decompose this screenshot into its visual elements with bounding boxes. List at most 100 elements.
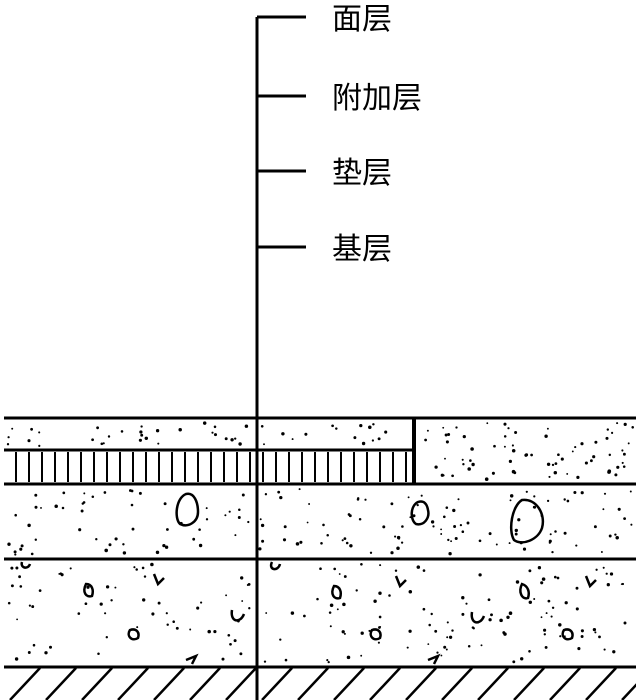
speckle-dot xyxy=(530,453,533,457)
speckle-dot xyxy=(559,635,562,638)
aggregate-stone xyxy=(427,653,441,665)
speckle-dot xyxy=(27,523,31,528)
aggregate-stone xyxy=(410,500,430,526)
speckle-dot xyxy=(61,506,65,510)
label-surface-layer: 面层 xyxy=(332,2,392,37)
speckle-dot xyxy=(322,523,325,527)
aggregate-stone xyxy=(394,575,407,589)
speckle-dot xyxy=(440,654,443,657)
speckle-dot xyxy=(349,544,353,548)
base-aggregates xyxy=(20,561,597,665)
speckle-dot xyxy=(264,493,268,496)
speckle-dot xyxy=(522,547,527,551)
speckle-dot xyxy=(612,650,616,654)
aggregate-stone xyxy=(175,492,200,527)
speckle-dot xyxy=(390,551,394,555)
speckle-dot xyxy=(467,645,471,648)
speckle-dot xyxy=(348,514,352,518)
speckle-dot xyxy=(603,648,606,651)
speckle-dot xyxy=(540,581,544,585)
ground-hatch-line xyxy=(189,667,221,700)
speckle-dot xyxy=(34,505,38,509)
speckle-dot xyxy=(233,639,237,643)
speckle-dot xyxy=(623,422,627,426)
speckle-dot xyxy=(205,518,209,521)
speckle-dot xyxy=(440,473,444,477)
aggregate-stone xyxy=(230,609,246,622)
speckle-dot xyxy=(533,598,536,600)
speckle-dot xyxy=(341,630,345,634)
speckle-dot xyxy=(444,457,446,460)
speckle-dot xyxy=(546,427,549,430)
speckle-dot xyxy=(164,545,169,549)
speckle-dot xyxy=(594,440,598,444)
speckle-dot xyxy=(467,467,471,471)
speckle-dot xyxy=(457,498,460,501)
speckle-dot xyxy=(566,472,569,475)
speckle-dot xyxy=(459,523,463,527)
speckle-dot xyxy=(14,657,19,661)
speckle-dot xyxy=(104,548,108,553)
speckle-dot xyxy=(543,628,547,632)
speckle-dot xyxy=(303,614,306,618)
speckle-dot xyxy=(192,537,196,541)
speckle-dot xyxy=(298,488,301,491)
speckle-dot xyxy=(408,590,413,594)
speckle-dot xyxy=(335,427,338,430)
speckle-dot xyxy=(15,566,19,570)
speckle-dot xyxy=(213,630,217,634)
speckle-dot xyxy=(316,597,319,601)
ground-hatch xyxy=(9,667,636,700)
speckle-dot xyxy=(491,471,495,475)
speckle-dot xyxy=(556,576,560,580)
speckle-dot xyxy=(503,632,507,636)
speckle-dot xyxy=(453,525,457,528)
speckle-dot xyxy=(448,635,453,639)
speckle-dot xyxy=(138,438,142,442)
speckle-dot xyxy=(400,541,404,544)
speckle-dot xyxy=(30,427,33,431)
speckle-dot xyxy=(608,534,612,538)
speckle-dot xyxy=(508,542,511,545)
speckle-dot xyxy=(615,536,619,540)
speckle-dot xyxy=(630,523,633,526)
speckle-dot xyxy=(440,533,443,535)
speckle-dot xyxy=(503,435,507,438)
speckle-dot xyxy=(461,530,465,533)
speckle-dot xyxy=(239,652,243,656)
aggregate-stone xyxy=(127,628,140,641)
speckle-dot xyxy=(198,528,201,531)
speckle-dot xyxy=(499,618,503,623)
speckle-dot xyxy=(462,463,465,466)
speckle-dot xyxy=(331,424,334,428)
speckle-dot xyxy=(34,538,37,541)
speckle-dot xyxy=(445,440,449,444)
speckle-dot xyxy=(151,612,155,616)
aggregate-stone xyxy=(20,561,32,569)
speckle-dot xyxy=(430,612,433,616)
speckle-dot xyxy=(629,490,632,493)
speckle-dot xyxy=(299,540,303,544)
speckle-dot xyxy=(237,516,241,519)
speckle-dot xyxy=(461,458,464,461)
speckle-dot xyxy=(178,428,182,432)
speckle-dot xyxy=(227,633,231,637)
speckle-dot xyxy=(592,627,597,632)
speckle-dot xyxy=(343,632,346,635)
speckle-dot xyxy=(91,495,95,498)
ground-hatch-line xyxy=(9,667,41,700)
speckle-dot xyxy=(38,589,42,592)
speckle-dot xyxy=(107,435,111,438)
speckle-dot xyxy=(514,431,518,434)
aggregate-stone xyxy=(369,628,382,641)
speckle-dot xyxy=(428,623,431,627)
speckle-dot xyxy=(515,580,520,584)
speckle-dot xyxy=(81,502,85,505)
speckle-dot xyxy=(162,543,166,548)
speckle-dot xyxy=(514,532,518,536)
speckle-dot xyxy=(234,437,237,440)
speckle-dot xyxy=(455,426,458,429)
speckle-dot xyxy=(589,459,593,463)
speckle-dot xyxy=(120,430,124,433)
speckle-dot xyxy=(150,562,154,567)
